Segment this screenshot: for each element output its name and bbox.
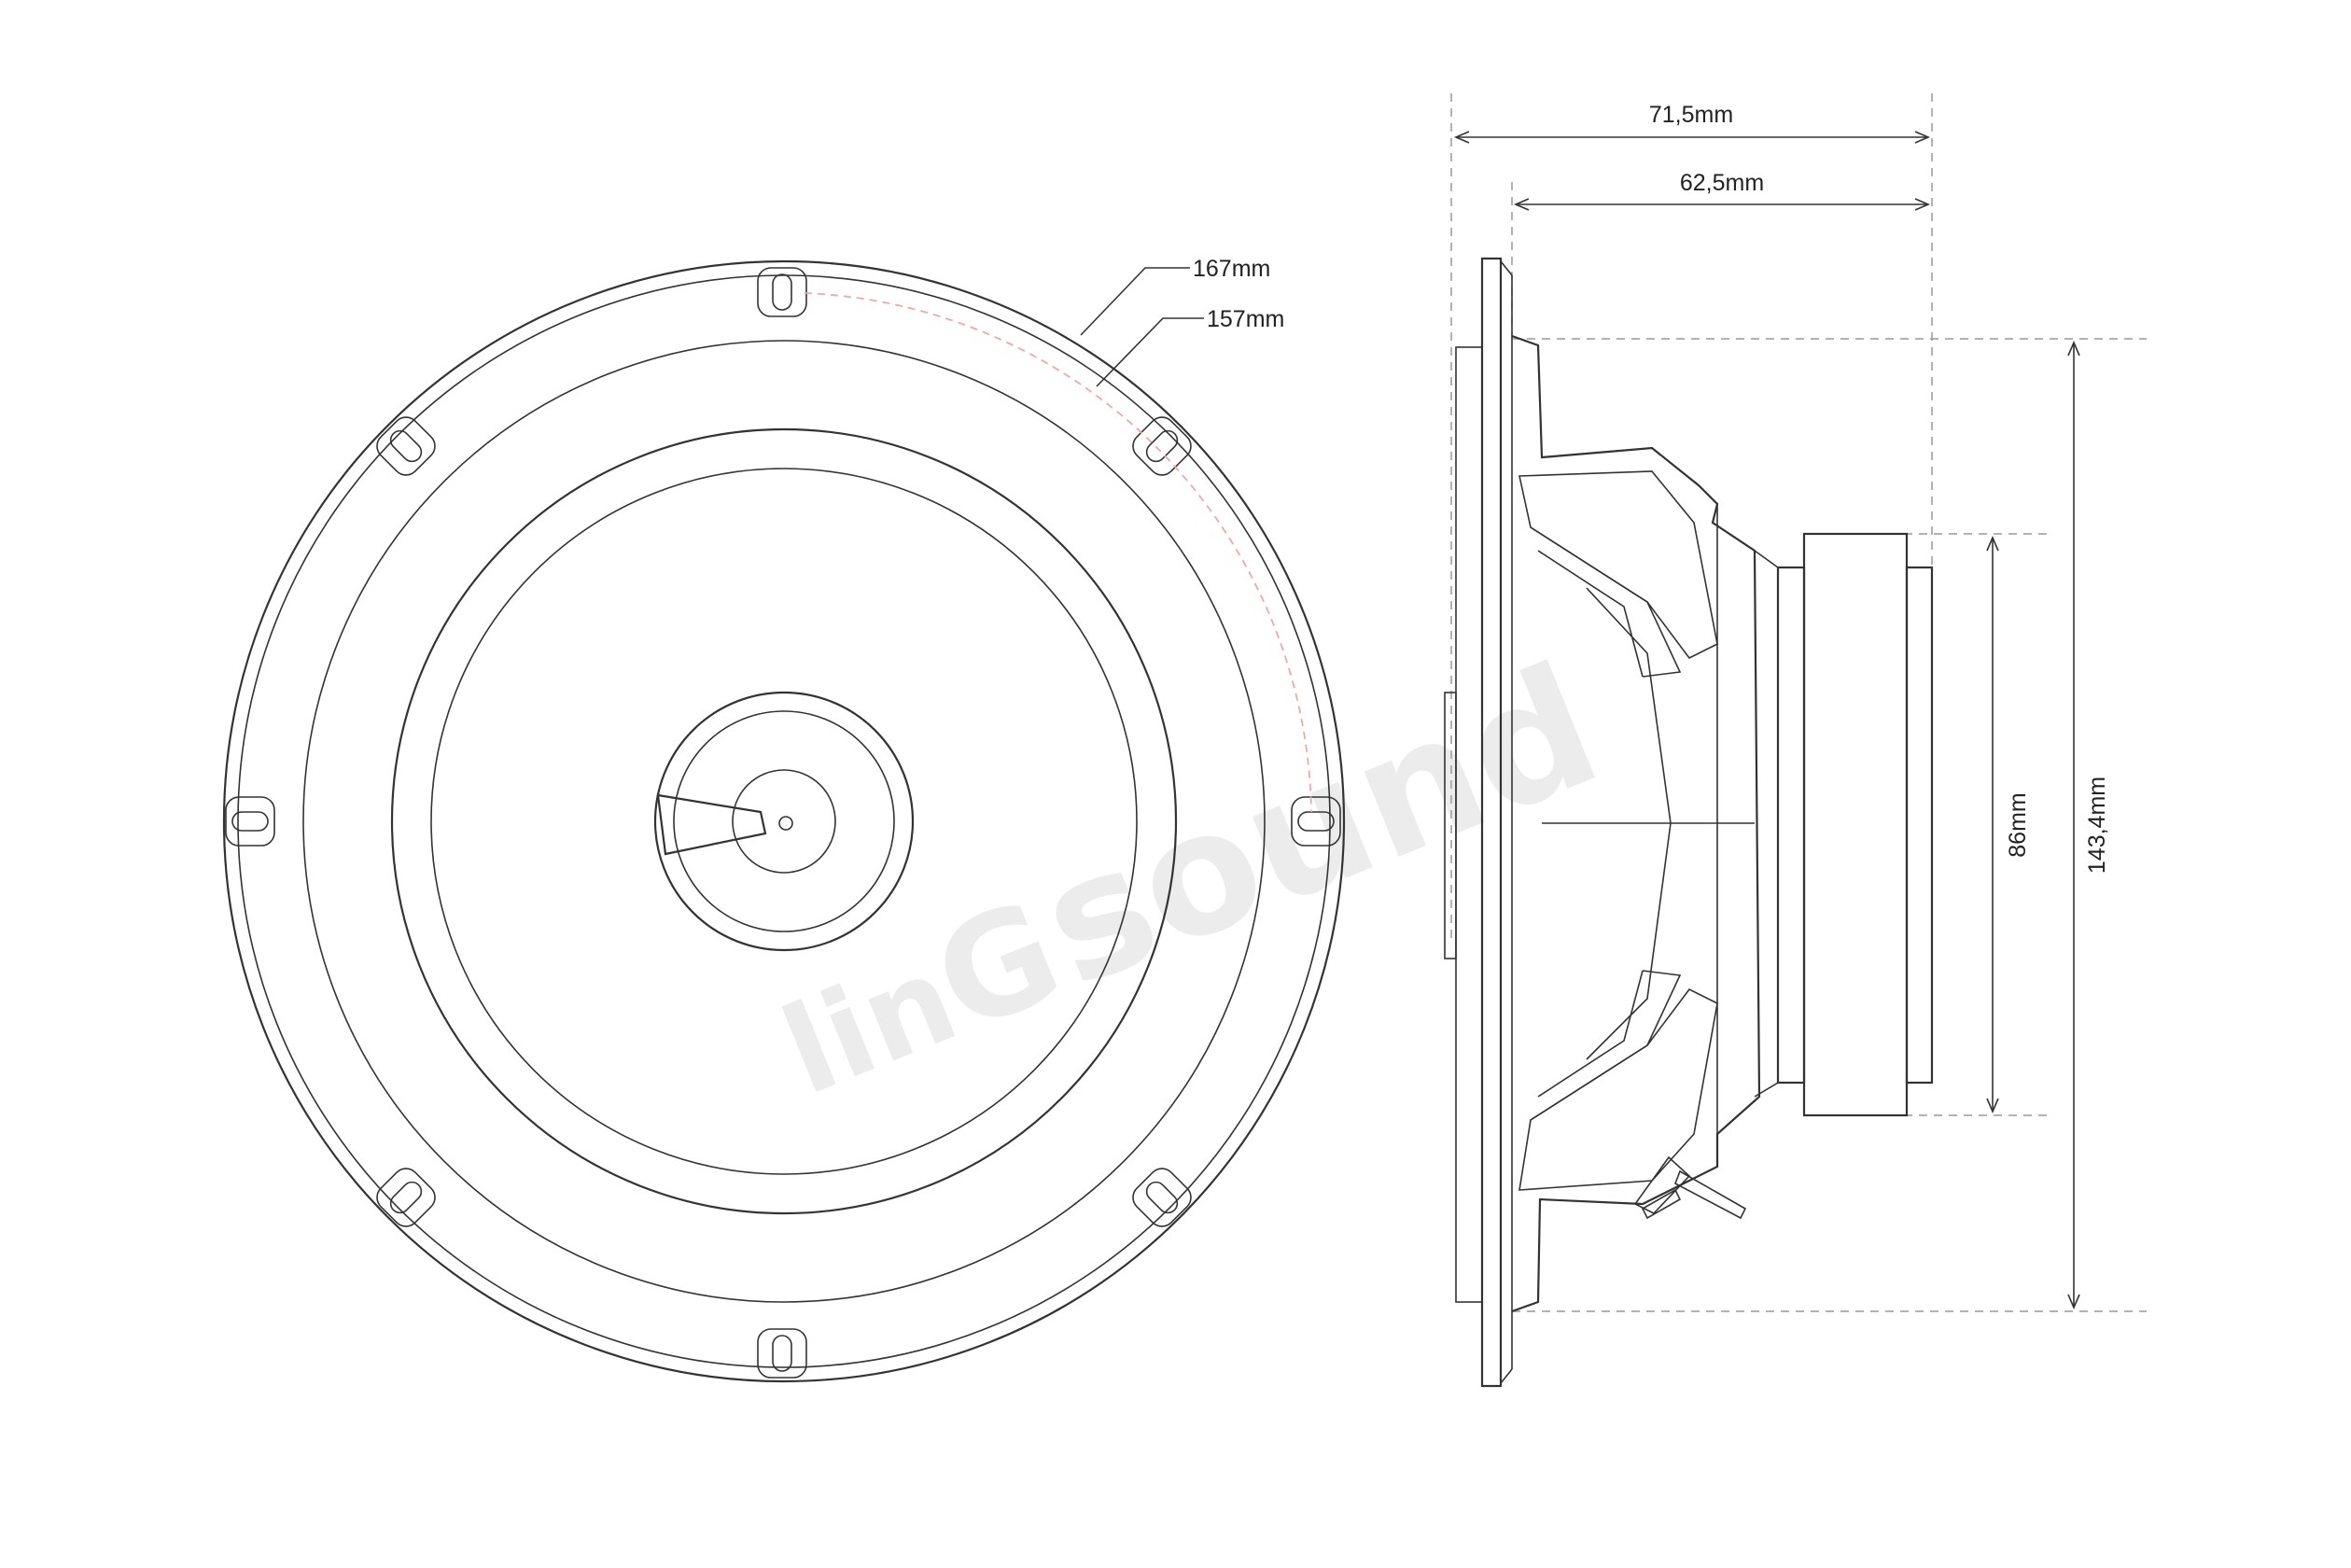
mounting-hole-icon [225, 267, 1341, 1379]
cutout-dia-dimension: 143,4mm [2067, 340, 2110, 1310]
bolt-circle-arc [804, 292, 1312, 813]
watermark-text-c: sound [1017, 628, 1623, 1025]
side-view: 71,5mm 62,5mm 86mm 143,4mm [1444, 93, 2147, 1388]
flange-bevel-top [1500, 260, 1513, 276]
basket [1511, 334, 1761, 1313]
surround-outer-ring [390, 427, 1178, 1215]
front-view: 167mm 157mm [222, 256, 1346, 1383]
outer-dim-leader [1080, 267, 1190, 336]
mount-depth-dimension: 62,5mm [1513, 170, 1931, 211]
watermark-logo: lin G sound [764, 628, 1623, 1123]
magnet [1802, 532, 1909, 1117]
flange-bevel-bottom [1500, 1368, 1513, 1384]
magnet-assembly [1754, 532, 1934, 1117]
dust-cap-ring [653, 691, 915, 952]
frame-inner-ring [302, 340, 1266, 1303]
magnet-dia-label: 86mm [2005, 792, 2031, 857]
back-plate [1905, 566, 1934, 1085]
tweeter-icon [656, 793, 793, 856]
frame-outer-ring [222, 259, 1346, 1383]
terminals [1633, 1155, 1747, 1220]
cutout-dia-label: 143,4mm [2084, 777, 2110, 874]
total-depth-dimension: 71,5mm [1453, 102, 1931, 144]
mount-depth-label: 62,5mm [1680, 170, 1764, 196]
surround-inner-ring [430, 468, 1138, 1175]
dust-cap-inner-ring [673, 710, 895, 932]
total-depth-label: 71,5mm [1649, 102, 1733, 128]
inner-dim-label: 157mm [1207, 306, 1284, 332]
magnet-dia-dimension: 86mm [1986, 535, 2031, 1114]
tweeter-dome [732, 769, 836, 874]
inner-dim-leader [1096, 317, 1204, 387]
cone-front-profile [1444, 692, 1457, 959]
outer-dim-label: 167mm [1193, 256, 1270, 282]
